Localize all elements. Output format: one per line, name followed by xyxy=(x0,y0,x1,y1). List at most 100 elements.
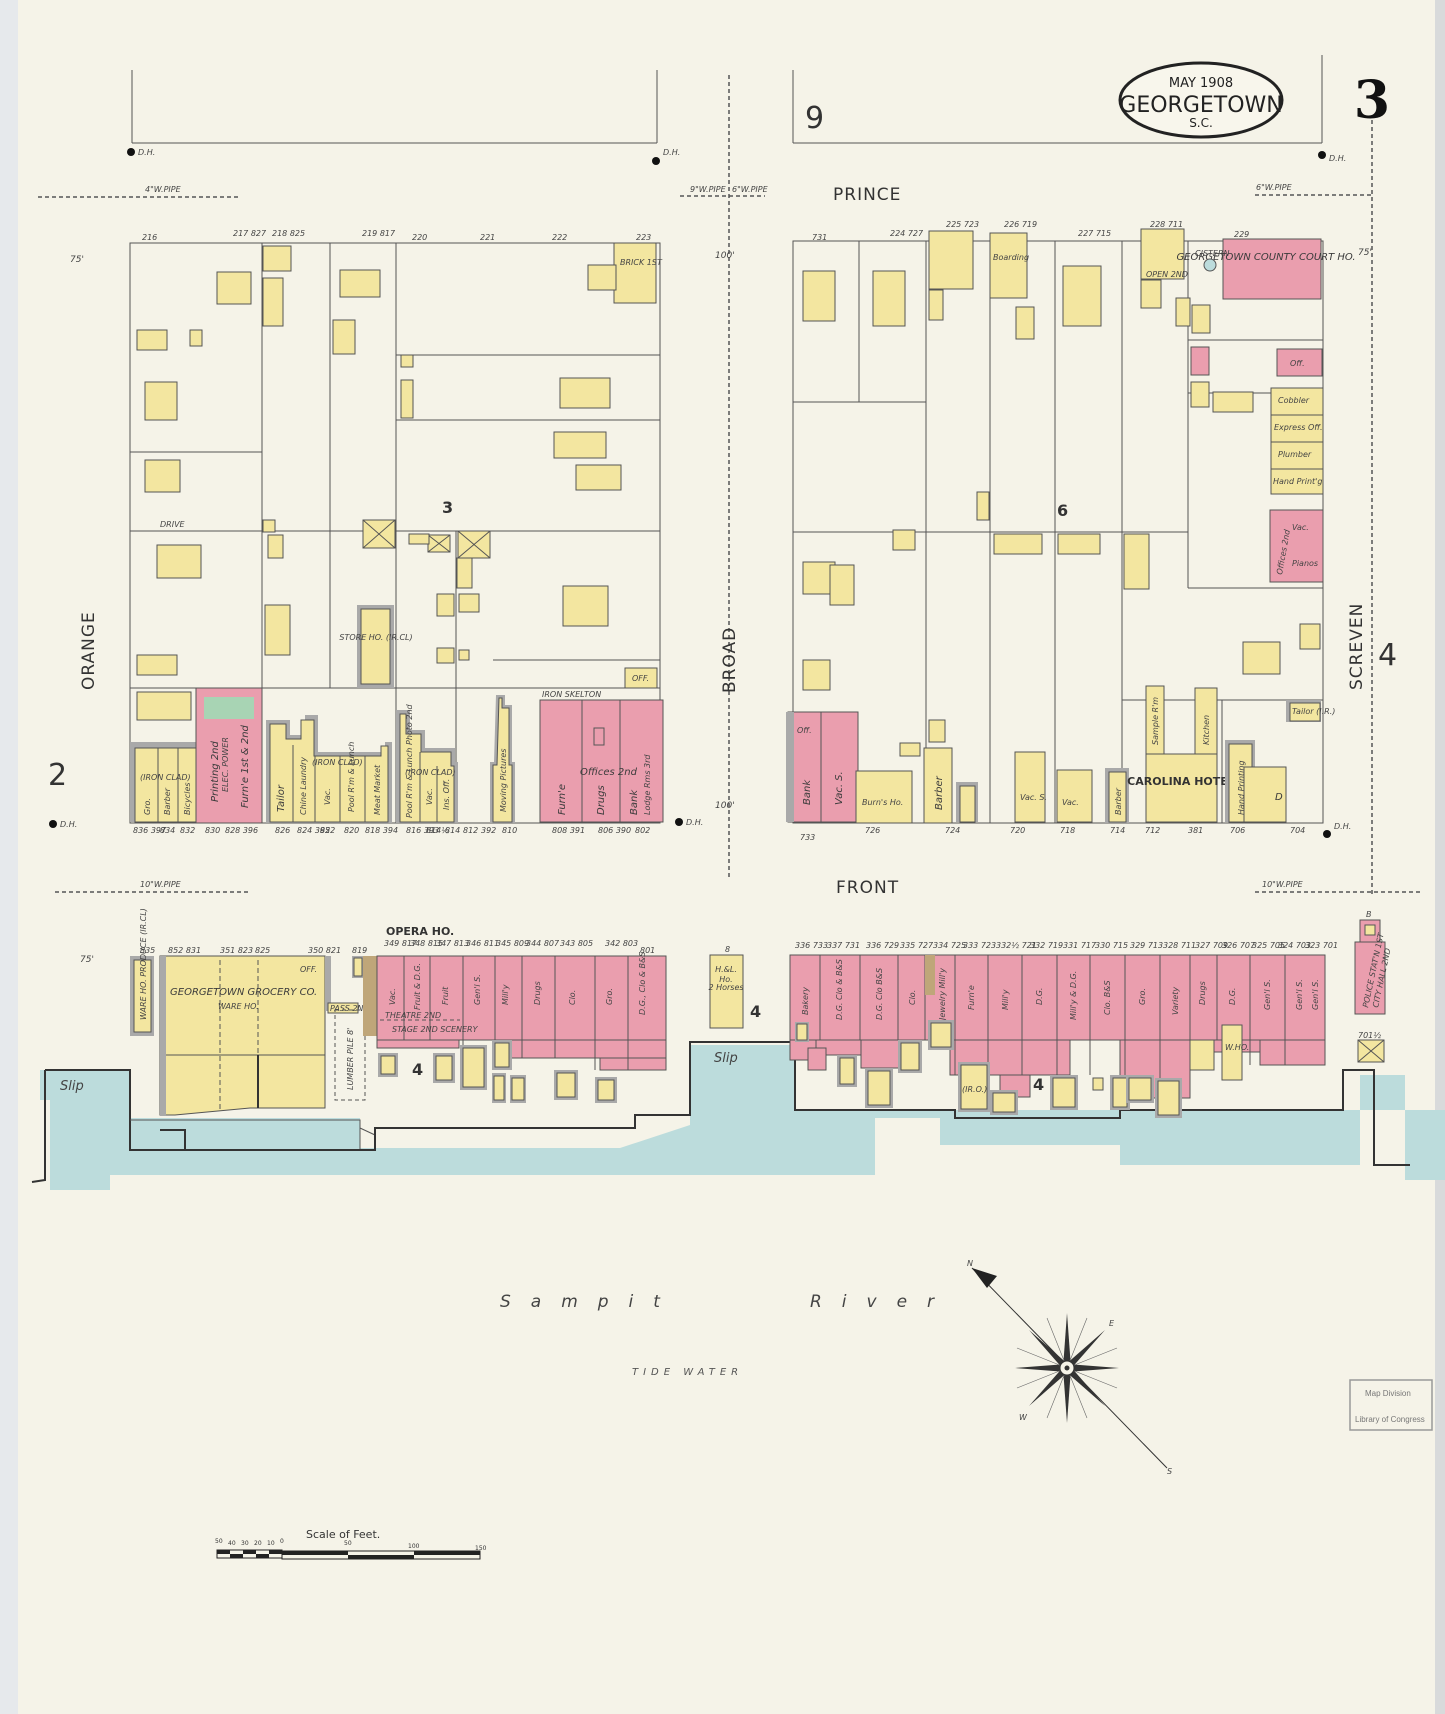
boarding-house xyxy=(989,232,1028,299)
slip-mid-label: Slip xyxy=(714,1051,738,1066)
svg-text:Mill'y: Mill'y xyxy=(501,984,510,1005)
svg-text:337 731: 337 731 xyxy=(827,941,860,950)
dwelling xyxy=(136,329,168,351)
office xyxy=(1276,348,1323,377)
svg-text:836 397: 836 397 xyxy=(133,826,167,835)
svg-text:328 711: 328 711 xyxy=(1163,941,1196,950)
svg-text:Bakery: Bakery xyxy=(801,987,810,1015)
svg-text:Barber: Barber xyxy=(934,775,945,810)
svg-text:Gen'l S.: Gen'l S. xyxy=(1295,979,1304,1010)
svg-text:Express Off.: Express Off. xyxy=(1274,423,1323,432)
svg-text:Pianos: Pianos xyxy=(1292,559,1318,568)
svg-text:332 719: 332 719 xyxy=(1030,941,1063,950)
svg-text:323 701: 323 701 xyxy=(1305,941,1338,950)
title-cartouche: MAY 1908 GEORGETOWN S.C. xyxy=(1118,61,1284,139)
svg-text:Gro.: Gro. xyxy=(1138,988,1147,1005)
dwelling xyxy=(144,381,178,421)
svg-text:Gro.: Gro. xyxy=(143,798,152,815)
svg-text:Vac.: Vac. xyxy=(1062,798,1079,807)
svg-text:H.&L.: H.&L. xyxy=(715,965,737,974)
svg-text:OPEN 2ND: OPEN 2ND xyxy=(1146,270,1188,279)
svg-text:BRICK 1ST: BRICK 1ST xyxy=(620,258,663,267)
street-width: 75' xyxy=(70,255,84,265)
scan-edge-left xyxy=(0,0,18,1714)
block-number: 4 xyxy=(750,1002,761,1021)
skylight xyxy=(204,697,254,719)
dwelling xyxy=(559,377,611,409)
street-width: 75' xyxy=(1358,248,1372,258)
dwelling xyxy=(928,230,974,290)
svg-text:Bank: Bank xyxy=(802,779,813,805)
dwelling xyxy=(332,319,356,355)
svg-text:343 805: 343 805 xyxy=(560,939,593,948)
svg-text:Furn'e 1st & 2nd: Furn'e 1st & 2nd xyxy=(240,724,251,808)
svg-text:STAGE 2ND SCENERY: STAGE 2ND SCENERY xyxy=(392,1025,479,1034)
carolina-hotel xyxy=(1145,753,1218,823)
dwelling xyxy=(562,585,609,627)
svg-text:150: 150 xyxy=(475,1545,487,1552)
hand-printing xyxy=(1270,468,1324,495)
header: 9 MAY 1908 GEORGETOWN S.C. 3 xyxy=(131,55,1390,144)
hydrant-icon xyxy=(1323,830,1331,838)
svg-text:Drugs: Drugs xyxy=(533,981,542,1005)
block-4-right: Bakery D.G. Clo & B&S D.G. Clo B&S Clo. … xyxy=(789,910,1393,1118)
svg-text:(IRON CLAD): (IRON CLAD) xyxy=(405,768,456,777)
svg-text:712: 712 xyxy=(1145,826,1160,835)
dwelling xyxy=(575,464,622,491)
svg-text:Kitchen: Kitchen xyxy=(1202,715,1211,745)
svg-text:325 705: 325 705 xyxy=(1252,941,1285,950)
svg-text:CAROLINA HOTEL: CAROLINA HOTEL xyxy=(1127,775,1235,788)
svg-text:349 817: 349 817 xyxy=(384,939,418,948)
town-name: GEORGETOWN xyxy=(1119,93,1282,118)
adjacent-sheet-4: 4 xyxy=(1378,638,1397,673)
svg-text:THEATRE 2ND: THEATRE 2ND xyxy=(385,1011,441,1020)
state-name: S.C. xyxy=(1189,116,1213,130)
svg-text:812: 812 xyxy=(463,826,478,835)
block-number: 4 xyxy=(1033,1075,1044,1094)
dwelling xyxy=(1057,533,1101,555)
dwelling xyxy=(802,270,836,322)
block-number: 6 xyxy=(1057,501,1068,520)
svg-text:Printing 2nd: Printing 2nd xyxy=(210,740,221,802)
svg-text:326 707: 326 707 xyxy=(1222,941,1256,950)
svg-text:330 715: 330 715 xyxy=(1095,941,1128,950)
svg-text:825: 825 xyxy=(255,946,270,955)
svg-text:Tailor: Tailor xyxy=(276,784,287,812)
svg-text:Drugs: Drugs xyxy=(596,785,607,815)
tailor xyxy=(1289,702,1321,722)
hydrant-icon xyxy=(49,820,57,828)
svg-text:IRON SKELTON: IRON SKELTON xyxy=(542,690,601,699)
svg-text:Chine Laundry: Chine Laundry xyxy=(299,757,308,815)
dwelling-brick-1st xyxy=(613,242,657,304)
svg-text:10: 10 xyxy=(267,1540,275,1547)
svg-text:381: 381 xyxy=(1188,826,1203,835)
svg-text:S: S xyxy=(1167,1467,1172,1476)
waterfront: Slip Slip Sampit River TIDE WATER xyxy=(31,1041,1445,1378)
svg-text:Pool R'm & Lunch: Pool R'm & Lunch xyxy=(347,742,356,812)
svg-text:PASS 2ND: PASS 2ND xyxy=(330,1004,370,1013)
svg-text:Plumber: Plumber xyxy=(1278,450,1312,459)
offices-pianos xyxy=(1269,509,1324,583)
dwelling xyxy=(144,459,181,493)
svg-text:Barber: Barber xyxy=(1114,787,1123,815)
svg-text:350 821: 350 821 xyxy=(308,946,341,955)
svg-text:Vac. S.: Vac. S. xyxy=(834,771,845,805)
storefront-dividers xyxy=(819,955,1286,1098)
svg-text:D.H.: D.H. xyxy=(1334,822,1351,831)
svg-text:226 719: 226 719 xyxy=(1004,220,1037,229)
block-4-left: OPERA HO. WARE HO. PRODUCE (IR.CL) GEORG… xyxy=(130,908,667,1116)
svg-text:Gen'l S.: Gen'l S. xyxy=(1263,979,1272,1010)
svg-text:834: 834 xyxy=(160,826,175,835)
svg-text:20: 20 xyxy=(254,1540,262,1547)
svg-text:D: D xyxy=(1275,792,1283,803)
svg-text:336 733: 336 733 xyxy=(795,941,828,950)
svg-text:324 703: 324 703 xyxy=(1278,941,1311,950)
svg-text:ELEC. POWER: ELEC. POWER xyxy=(221,737,230,792)
svg-text:Off.: Off. xyxy=(797,726,812,735)
svg-text:Fruit: Fruit xyxy=(441,986,450,1005)
svg-text:224 727: 224 727 xyxy=(890,229,924,238)
shed xyxy=(189,329,203,347)
svg-text:818 394: 818 394 xyxy=(365,826,398,835)
svg-text:228 711: 228 711 xyxy=(1150,220,1183,229)
dwelling xyxy=(1062,265,1102,327)
